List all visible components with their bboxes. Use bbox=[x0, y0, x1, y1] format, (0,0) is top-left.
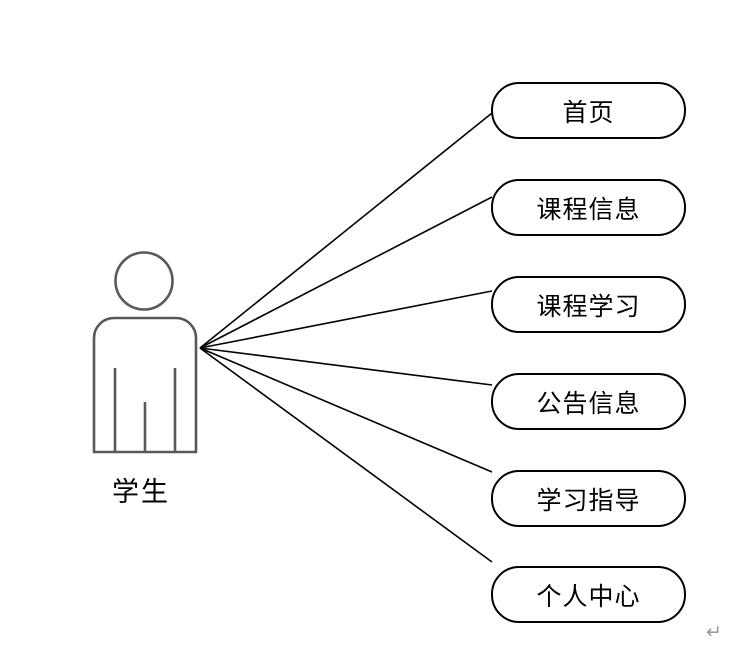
use-case-label[interactable]: 学习指导 bbox=[536, 487, 641, 515]
association-line bbox=[199, 196, 493, 349]
use-case-shape[interactable] bbox=[491, 276, 686, 333]
use-case-label[interactable]: 公告信息 bbox=[536, 390, 641, 418]
use-case-shape[interactable] bbox=[491, 373, 686, 430]
association-lines bbox=[199, 112, 493, 563]
actor-body-icon bbox=[92, 316, 198, 454]
actor-student-icon bbox=[92, 251, 198, 454]
use-case-shape[interactable] bbox=[491, 82, 686, 139]
paragraph-mark-icon: ↵ bbox=[706, 621, 722, 643]
association-line bbox=[199, 347, 493, 473]
association-line bbox=[199, 290, 493, 349]
use-case-shape[interactable] bbox=[491, 179, 686, 236]
actor-label: 学生 bbox=[112, 477, 170, 507]
use-case-label[interactable]: 课程学习 bbox=[536, 293, 641, 321]
use-case-ellipses bbox=[491, 82, 686, 623]
association-line bbox=[199, 347, 493, 386]
association-line bbox=[199, 347, 493, 563]
use-case-label[interactable]: 课程信息 bbox=[536, 196, 641, 224]
association-line bbox=[199, 112, 493, 349]
use-case-shape[interactable] bbox=[491, 566, 686, 623]
actor-head-icon bbox=[114, 251, 174, 311]
use-case-shape[interactable] bbox=[491, 470, 686, 527]
use-case-label[interactable]: 个人中心 bbox=[536, 583, 641, 611]
use-case-label[interactable]: 首页 bbox=[562, 99, 615, 127]
